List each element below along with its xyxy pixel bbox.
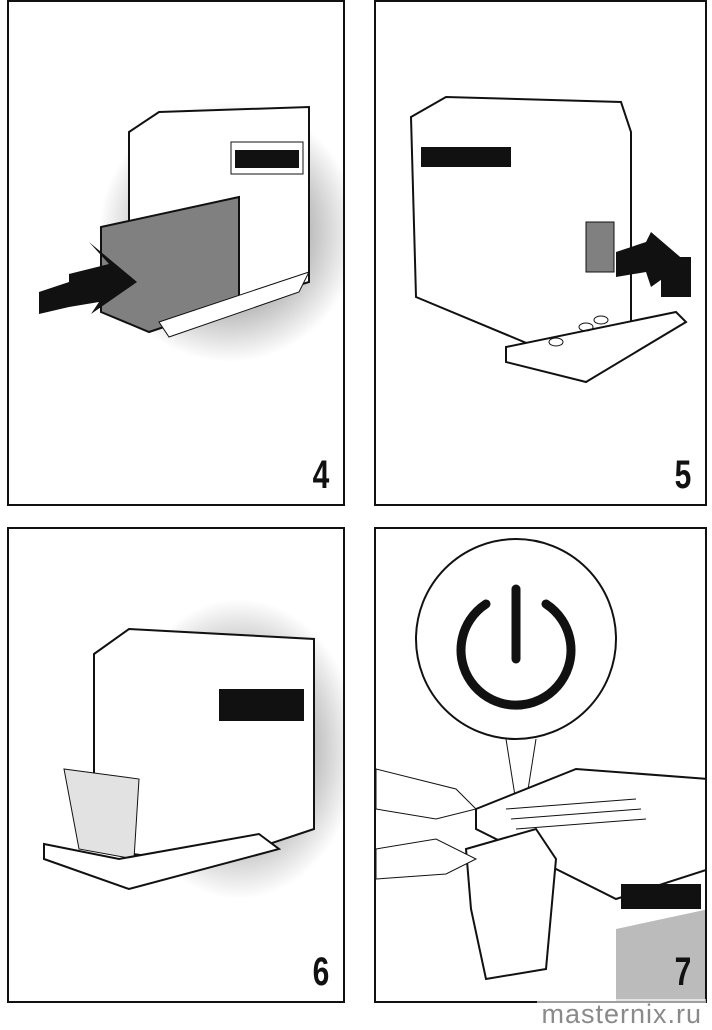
step-6-panel: 6 (7, 527, 345, 1003)
step-4-panel: 4 (7, 0, 345, 506)
power-button-illustration (376, 538, 705, 1001)
nozzle-attach-illustration (409, 95, 691, 384)
step-5-panel: 5 (374, 0, 707, 506)
step-number: 6 (312, 950, 329, 994)
water-tank-insert-illustration (39, 102, 343, 362)
step-7-panel: 7 (374, 527, 707, 1003)
water-container-illustration (43, 599, 343, 899)
step-number: 7 (674, 950, 691, 994)
step-number: 5 (674, 453, 691, 497)
watermark: masternix.ru (537, 999, 706, 1030)
power-icon (456, 599, 576, 710)
step-number: 4 (312, 453, 329, 497)
